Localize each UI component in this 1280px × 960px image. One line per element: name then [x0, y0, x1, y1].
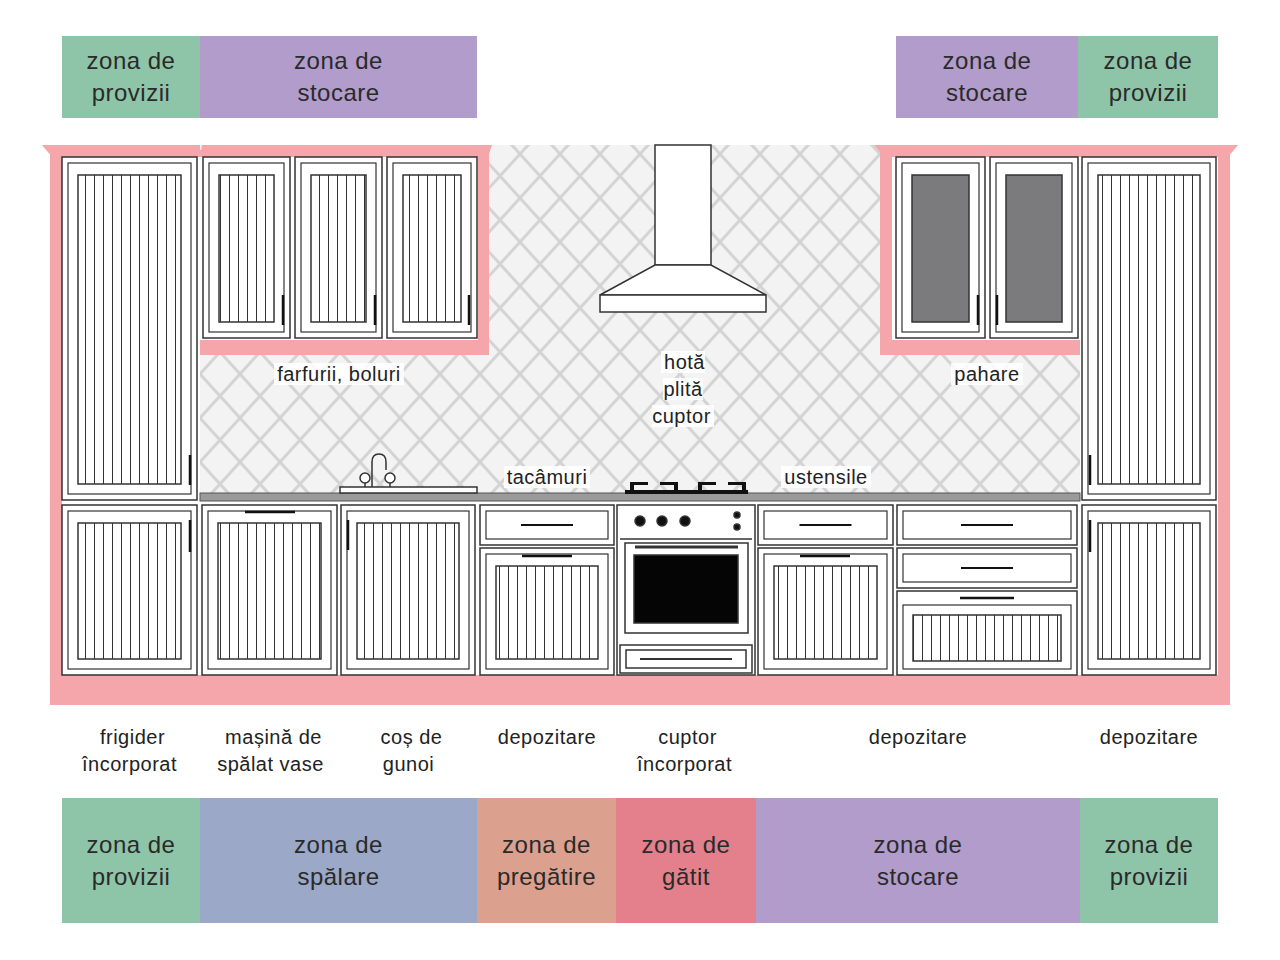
cabinet-door [897, 591, 1077, 675]
cabinet-door [295, 157, 382, 338]
oven [617, 505, 755, 675]
part-label: frigider încorporat [65, 724, 197, 778]
cabinet-doors [62, 157, 1216, 675]
zone-box: zona de pregătire [477, 798, 616, 923]
zone-box: zona de provizii [1080, 798, 1218, 923]
countertop [200, 493, 1080, 501]
part-label: depozitare [818, 724, 1018, 751]
zone-label: zona de provizii [72, 829, 190, 893]
cabinet-interior [62, 157, 1218, 675]
cabinet-door [896, 157, 985, 338]
cabinet-door [480, 548, 614, 675]
part-label-text: tacâmuri [504, 466, 591, 488]
backsplash [200, 145, 1080, 495]
part-label: tacâmuri [487, 464, 607, 491]
zone-box: zona de stocare [756, 798, 1080, 923]
cabinet-door [990, 157, 1078, 338]
drawer [758, 505, 893, 545]
part-label-text: depozitare [495, 726, 599, 748]
zone-label: zona de pregătire [488, 829, 606, 893]
zone-box: zona de provizii [1078, 36, 1218, 118]
cabinet-door [203, 157, 290, 338]
part-label-text: coș de gunoi [378, 726, 443, 775]
part-label-text: depozitare [1097, 726, 1201, 748]
drawer [480, 505, 614, 545]
part-label: depozitare [479, 724, 615, 751]
part-label-text: farfurii, boluri [274, 363, 404, 385]
part-label-text: frigider încorporat [82, 726, 180, 775]
cabinet-door [341, 505, 475, 675]
part-label: mașină de spălat vase [204, 724, 340, 778]
sink [340, 454, 477, 493]
zone-label: zona de provizii [72, 45, 190, 109]
cabinet-door [1082, 157, 1216, 500]
cabinet-door [387, 157, 477, 338]
zone-label: zona de stocare [859, 829, 977, 893]
cabinet-door [62, 505, 197, 675]
cabinet-door [758, 548, 893, 675]
zone-label: zona de gătit [627, 829, 745, 893]
drawer [897, 548, 1077, 588]
part-label: coș de gunoi [370, 724, 450, 778]
part-label-text: ustensile [781, 466, 870, 488]
drawer [897, 505, 1077, 545]
zone-label: zona de provizii [1090, 829, 1208, 893]
part-label: farfurii, boluri [239, 361, 439, 388]
cabinet-door [202, 505, 337, 675]
part-label-text: cuptor încorporat [637, 726, 735, 775]
hob [625, 482, 748, 494]
part-label-text: hotă plită cuptor [652, 351, 714, 427]
zone-box: zona de stocare [200, 36, 477, 118]
zone-label: zona de provizii [1089, 45, 1207, 109]
zone-label: zona de stocare [928, 45, 1046, 109]
hood [600, 145, 766, 312]
part-label-text: depozitare [866, 726, 970, 748]
cabinet-door [1082, 505, 1216, 675]
part-label: pahare [927, 361, 1047, 388]
part-label: ustensile [766, 464, 886, 491]
part-label-text: mașină de spălat vase [217, 726, 327, 775]
zone-label: zona de spălare [280, 829, 398, 893]
zone-label: zona de stocare [280, 45, 398, 109]
zone-box: zona de provizii [62, 36, 200, 118]
part-label: hotă plită cuptor [643, 349, 723, 430]
part-label: cuptor încorporat [618, 724, 754, 778]
zone-box: zona de provizii [62, 798, 200, 923]
cabinet-door [62, 157, 197, 500]
zone-box: zona de spălare [200, 798, 477, 923]
zone-box: zona de gătit [616, 798, 756, 923]
zone-box: zona de stocare [896, 36, 1078, 118]
part-label: depozitare [1081, 724, 1217, 751]
cabinet-frame [42, 145, 1238, 705]
part-label-text: pahare [951, 363, 1022, 385]
